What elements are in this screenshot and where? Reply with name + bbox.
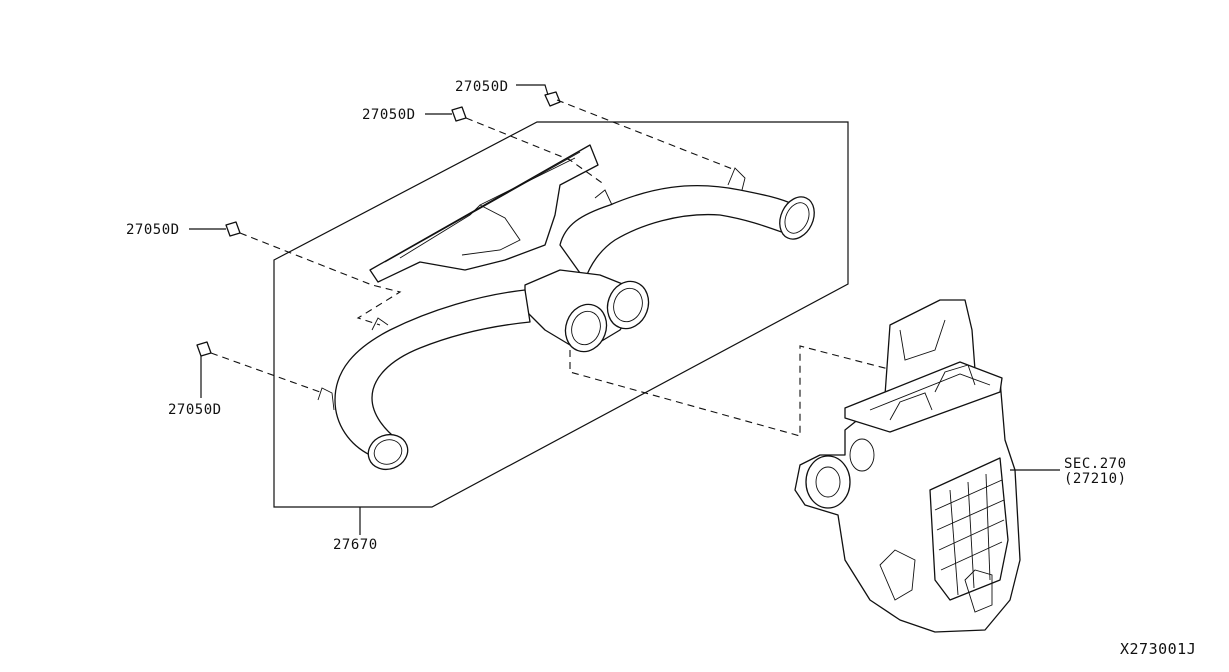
clip-top (516, 84, 736, 171)
duct-assembly-outline (273, 121, 849, 508)
label-clip-left: 27050D (126, 222, 180, 238)
clip-left (189, 221, 402, 326)
label-clip-upper: 27050D (362, 107, 416, 123)
label-heater-section: SEC.270 (1064, 456, 1127, 472)
ventilator-duct (317, 144, 815, 471)
label-heater-part: (27210) (1064, 471, 1127, 487)
diagram-code: X273001J (1120, 640, 1196, 658)
label-duct-assembly: 27670 (333, 537, 378, 553)
label-clip-top: 27050D (455, 79, 509, 95)
clip-lower (196, 341, 321, 398)
label-clip-lower: 27050D (168, 402, 222, 418)
duct-to-heater-link (569, 345, 901, 437)
clip-upper (425, 106, 606, 186)
heater-unit (794, 299, 1060, 633)
